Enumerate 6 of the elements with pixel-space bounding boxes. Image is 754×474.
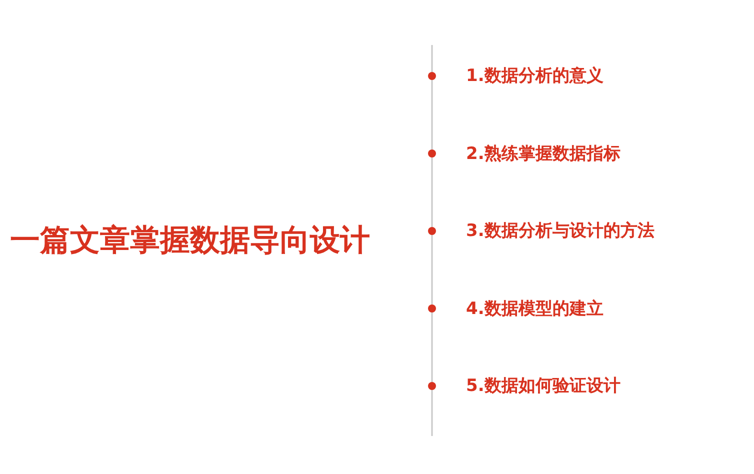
list-item-text: 3.数据分析与设计的方法: [466, 220, 654, 243]
list-item-text: 1.数据分析的意义: [466, 65, 604, 88]
list-item-text: 2.熟练掌握数据指标: [466, 142, 620, 166]
list-item-text: 4.数据模型的建立: [466, 298, 604, 320]
title: 一篇文章掌握数据导向设计: [10, 222, 370, 260]
list-item-text: 5.数据如何验证设计: [466, 375, 620, 398]
